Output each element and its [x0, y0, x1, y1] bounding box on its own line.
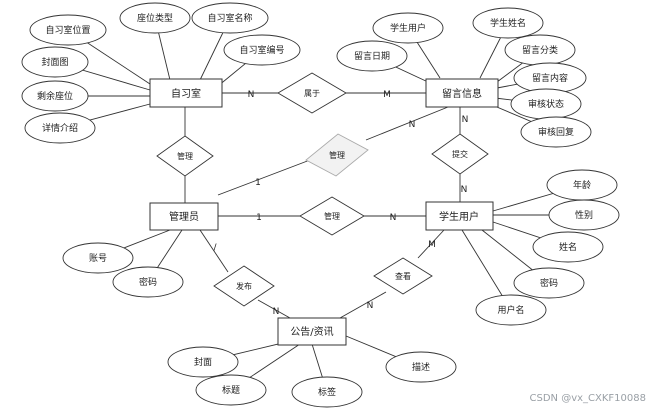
relationship-publish: 发布 [213, 265, 275, 307]
card-belongs-message: M [383, 90, 391, 100]
attribute-room-location: 自习室位置 [29, 14, 107, 46]
attribute-cover-image: 封面图 [21, 46, 89, 78]
entity-admin: 管理员 [149, 202, 219, 231]
card-student-view: M [428, 240, 436, 250]
attribute-student-gender: 性别 [548, 199, 620, 231]
entity-admin-label: 管理员 [169, 210, 199, 223]
attribute-room-number: 自习室编号 [223, 34, 301, 66]
attribute-student-username-label: 用户名 [497, 304, 524, 316]
csdn-watermark: CSDN @vx_CXKF10088 [530, 393, 646, 404]
entity-notice-label: 公告/资讯 [290, 325, 333, 338]
attribute-remaining-seats: 剩余座位 [21, 80, 89, 112]
attribute-details: 详情介绍 [24, 112, 96, 144]
attribute-room-number-label: 自习室编号 [239, 44, 284, 56]
relationship-manage-student-label: 管理 [324, 211, 340, 221]
attribute-student-password: 密码 [513, 267, 585, 299]
attribute-admin-account-label: 账号 [89, 253, 107, 264]
attribute-notice-tag: 标签 [291, 376, 363, 408]
entity-study-room: 自习室 [149, 78, 223, 108]
attribute-student-age-label: 年龄 [573, 179, 591, 191]
attribute-student-password-label: 密码 [540, 277, 558, 289]
relationship-belongs: 属于 [277, 72, 347, 114]
card-submit-student: N [461, 185, 468, 195]
attribute-cover-image-label: 封面图 [41, 56, 68, 68]
entity-message: 留言信息 [425, 78, 499, 108]
attribute-msg-category-label: 留言分类 [522, 44, 558, 56]
relationship-publish-label: 发布 [236, 281, 252, 291]
relationship-belongs-label: 属于 [304, 89, 320, 98]
attribute-student-age: 年龄 [546, 169, 618, 201]
attribute-admin-password: 密码 [112, 266, 184, 298]
attribute-details-label: 详情介绍 [42, 122, 78, 134]
relationship-manage-message-label: 管理 [329, 150, 345, 160]
card-view-notice: N [367, 301, 374, 311]
attribute-msg-review-status: 审核状态 [510, 88, 582, 120]
cardinality-labels: N M 1 N N N 1 N / N M N [213, 90, 468, 317]
attribute-msg-student-label: 学生用户 [390, 22, 426, 34]
attribute-msg-review-reply: 审核回复 [520, 116, 592, 148]
attribute-seat-type-label: 座位类型 [137, 12, 173, 24]
attribute-msg-review-status-label: 审核状态 [528, 98, 564, 110]
attribute-notice-title-label: 标题 [222, 384, 240, 396]
entity-student: 学生用户 [425, 201, 494, 231]
attribute-notice-cover: 封面 [167, 346, 239, 378]
attribute-remaining-seats-label: 剩余座位 [37, 90, 73, 102]
card-room-belongs: N [248, 90, 255, 100]
relationship-manage-room: 管理 [156, 135, 214, 177]
attribute-msg-student-name-label: 学生姓名 [490, 17, 526, 29]
attribute-notice-cover-label: 封面 [194, 356, 212, 368]
attribute-msg-date: 留言日期 [336, 40, 408, 72]
card-message-submit: N [462, 115, 469, 125]
entity-study-room-label: 自习室 [171, 87, 201, 100]
attribute-msg-content: 留言内容 [513, 62, 587, 94]
attribute-notice-title: 标题 [195, 374, 267, 406]
attribute-notice-description: 描述 [385, 351, 457, 383]
card-publish-notice: N [273, 307, 280, 317]
attribute-seat-type: 座位类型 [119, 2, 191, 34]
attribute-msg-student-name: 学生姓名 [472, 7, 544, 39]
attribute-room-name-label: 自习室名称 [207, 12, 252, 24]
relationship-submit-label: 提交 [452, 149, 468, 159]
attribute-student-name-label: 姓名 [559, 241, 577, 253]
attribute-student-name: 姓名 [532, 231, 604, 263]
card-manage-msg-message: N [409, 120, 416, 130]
attribute-room-location-label: 自习室位置 [45, 24, 90, 36]
entity-notice: 公告/资讯 [277, 317, 347, 346]
card-manage-student-student: N [390, 213, 397, 223]
card-admin-manage-student: 1 [256, 213, 262, 223]
attribute-msg-content-label: 留言内容 [532, 72, 568, 84]
relationship-manage-room-label: 管理 [177, 151, 193, 161]
attribute-msg-date-label: 留言日期 [354, 50, 390, 62]
attribute-student-username: 用户名 [475, 294, 547, 326]
attribute-room-name: 自习室名称 [191, 2, 269, 34]
attribute-notice-tag-label: 标签 [318, 386, 336, 398]
card-admin-publish: / [213, 243, 217, 253]
attribute-msg-category: 留言分类 [504, 34, 576, 66]
card-admin-manage-msg: 1 [255, 178, 261, 188]
relationship-manage-student: 管理 [299, 196, 365, 236]
entity-student-label: 学生用户 [439, 210, 479, 223]
attribute-student-gender-label: 性别 [575, 209, 593, 221]
attribute-msg-student: 学生用户 [372, 12, 444, 44]
relationship-manage-message: 管理 [305, 133, 369, 177]
attribute-admin-account: 账号 [62, 242, 134, 274]
attribute-notice-description-label: 描述 [412, 361, 430, 373]
entity-message-label: 留言信息 [442, 87, 482, 100]
attribute-admin-password-label: 密码 [139, 276, 157, 288]
relationship-submit: 提交 [431, 133, 489, 175]
relationship-view-label: 查看 [395, 271, 411, 281]
relationship-view: 查看 [373, 257, 433, 295]
attribute-msg-review-reply-label: 审核回复 [538, 126, 574, 138]
